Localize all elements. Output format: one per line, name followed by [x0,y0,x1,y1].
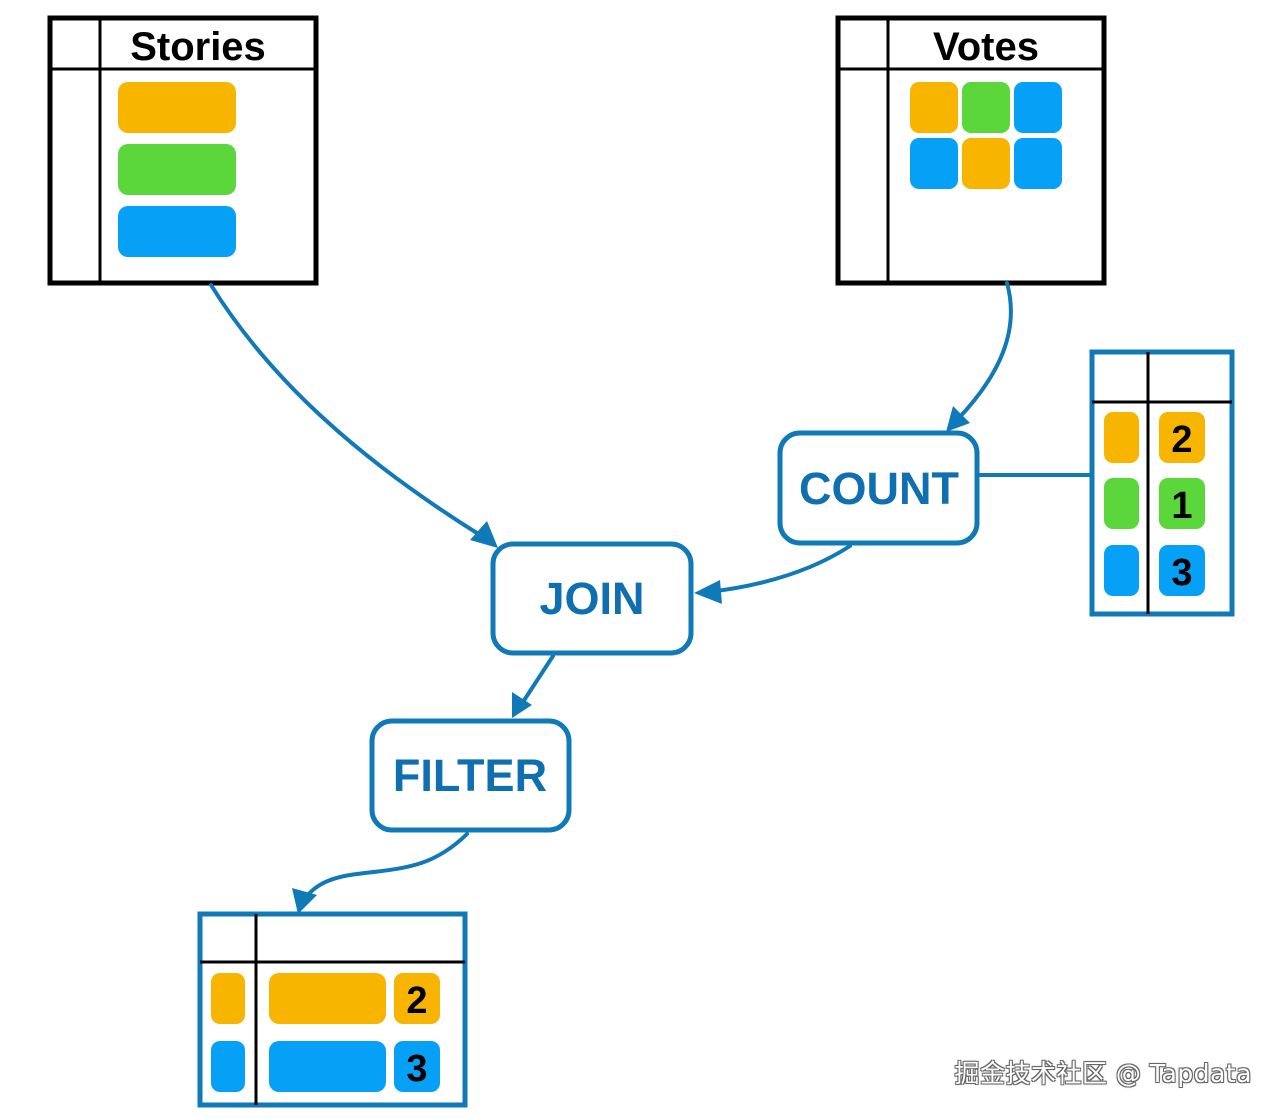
counts-value: 2 [1171,419,1192,461]
connectors [209,281,1094,902]
arrow-join-to-filter [519,654,555,707]
stories-title: Stories [130,25,266,69]
result-count-value: 3 [406,1048,427,1090]
votes-table: Votes [835,15,1107,286]
result-key-blue [211,1041,245,1092]
stories-row-blue [118,206,236,257]
arrow-stories-to-join [209,283,482,537]
join-operator: JOIN [490,541,694,656]
result-table: 2 3 [197,911,468,1108]
vote-cell [1014,82,1062,133]
counts-value: 3 [1171,552,1192,594]
counts-key-green [1104,478,1139,529]
result-count-value: 2 [406,980,427,1022]
filter-operator: FILTER [369,718,572,833]
counts-key-blue [1104,545,1139,596]
vote-cell [910,138,958,189]
arrowhead-count-from-votes [946,406,970,432]
join-operator-label: JOIN [539,573,644,624]
filter-operator-label: FILTER [393,750,547,801]
arrowhead-result-from-filter [292,888,317,914]
stories-table: Stories [47,15,319,286]
arrow-count-to-join [706,544,852,594]
vote-cell [910,82,958,133]
counts-value-cell-blue [1159,545,1205,596]
result-key-orange [211,973,245,1024]
result-story-bar-blue [269,1041,386,1092]
counts-value: 1 [1171,485,1192,527]
count-operator: COUNT [777,430,980,546]
arrowhead-join-from-count [694,580,722,604]
counts-value-cell-orange [1159,412,1205,463]
arrow-filter-to-result [302,832,469,902]
counts-table: 2 1 3 [1089,349,1235,617]
count-operator-label: COUNT [799,463,959,514]
counts-value-cell-green [1159,478,1205,529]
stories-row-orange [118,82,236,133]
vote-cell [962,138,1010,189]
arrowhead-join-from-stories [470,521,498,548]
stories-row-green [118,144,236,195]
result-count-cell-blue [394,1041,440,1092]
counts-key-orange [1104,412,1139,463]
vote-cell [1014,138,1062,189]
votes-title: Votes [933,25,1039,69]
watermark: 掘金技术社区 @ Tapdata [954,1059,1252,1088]
arrowheads [292,406,970,914]
result-story-bar-orange [269,973,386,1024]
result-count-cell-orange [394,973,440,1024]
arrow-votes-to-count [955,281,1013,422]
arrowhead-filter-from-join [512,692,532,718]
vote-cell [962,82,1010,133]
